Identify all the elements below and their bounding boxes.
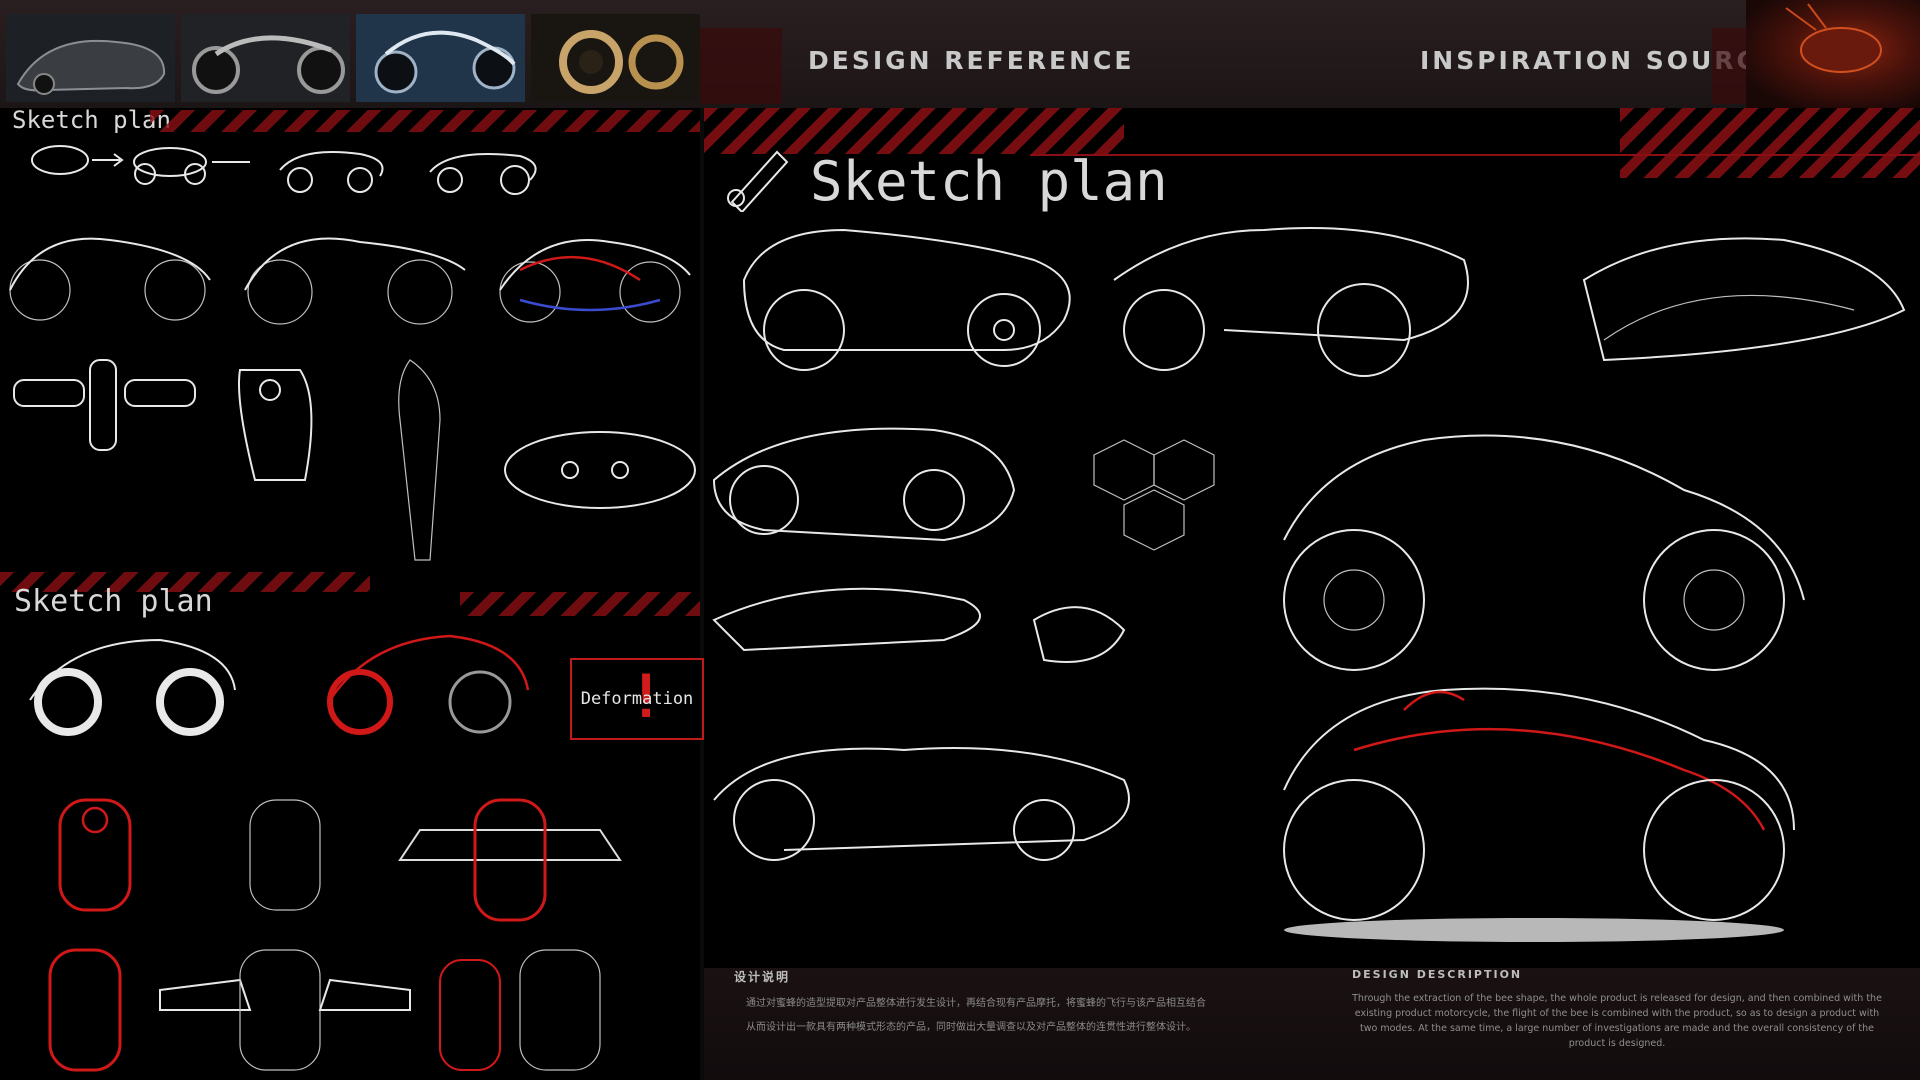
red-stripe-band-2 — [0, 572, 370, 592]
cn-description: 设计说明 通过对蜜蜂的造型提取对产品整体进行发生设计，再结合现有产品摩托，将蜜蜂… — [734, 968, 1354, 1037]
concept-sketch-5 — [713, 747, 1130, 861]
right-sketch-title: Sketch plan — [810, 150, 1168, 213]
left-sketch-title-2: Sketch plan — [14, 584, 213, 619]
design-reference-title: DESIGN REFERENCE — [808, 46, 1135, 75]
motorcycle-sketch-detailed — [1283, 434, 1805, 671]
concept-sketch-4 — [712, 587, 1126, 663]
bee-evolution-sketches — [31, 145, 537, 195]
header-bar: DESIGN REFERENCE INSPIRATION SOURCE — [0, 0, 1920, 108]
rendered-motorcycle-white — [29, 638, 236, 736]
cn-description-line-1: 通过对蜜蜂的造型提取对产品整体进行发生设计，再结合现有产品摩托，将蜜蜂的飞行与该… — [746, 998, 1206, 1009]
wing-deployment-sketches — [48, 948, 601, 1072]
right-stripe-band-1 — [704, 108, 1124, 154]
cn-description-title: 设计说明 — [734, 970, 791, 984]
cn-description-line-2: 从而设计出一款具有两种模式形态的产品，同时做出大量调查以及对产品整体的连贯性进行… — [746, 1022, 1196, 1033]
exclamation-icon: ! — [628, 662, 665, 732]
deformation-callout: ! Deformation — [570, 658, 704, 740]
red-stripe-band — [150, 110, 700, 132]
left-sketch-title-1: Sketch plan — [12, 106, 171, 134]
bee-inspiration-image — [1746, 0, 1920, 108]
rendered-motorcycle-red — [327, 634, 530, 735]
reference-image-2 — [181, 14, 350, 102]
right-accent-line — [1030, 154, 1920, 156]
panel-divider — [700, 108, 704, 1080]
reference-image-1 — [6, 14, 175, 102]
description-footer — [704, 968, 1920, 1080]
motorcycle-sketches-row — [9, 237, 691, 325]
en-description-body: Through the extraction of the bee shape,… — [1352, 993, 1882, 1049]
pen-icon — [727, 150, 789, 212]
concept-sketch-1 — [742, 228, 1071, 371]
right-stripe-band-2 — [1620, 108, 1920, 178]
left-sketch-group-2 — [29, 634, 622, 1072]
en-description-title: DESIGN DESCRIPTION — [1352, 968, 1523, 981]
reference-image-4 — [531, 14, 700, 102]
component-sketches — [13, 359, 696, 561]
reference-thumbnails — [0, 14, 700, 102]
red-stripe-band-3 — [460, 592, 700, 616]
front-view-sketches — [58, 798, 622, 922]
decor-block — [700, 28, 782, 104]
en-description: DESIGN DESCRIPTION Through the extractio… — [1352, 968, 1882, 1051]
hexagon-sketch — [1093, 439, 1215, 551]
bee-wing-texture-sketch — [1582, 237, 1906, 362]
reference-image-3 — [356, 14, 525, 102]
concept-sketch-3 — [712, 427, 1016, 542]
left-sketch-group-1 — [9, 145, 696, 561]
motorcycle-sketch-red-accent — [1283, 687, 1795, 942]
right-sketch-canvas — [712, 227, 1906, 942]
deformation-label: Deformation — [580, 689, 694, 709]
concept-sketch-2 — [1113, 227, 1469, 377]
